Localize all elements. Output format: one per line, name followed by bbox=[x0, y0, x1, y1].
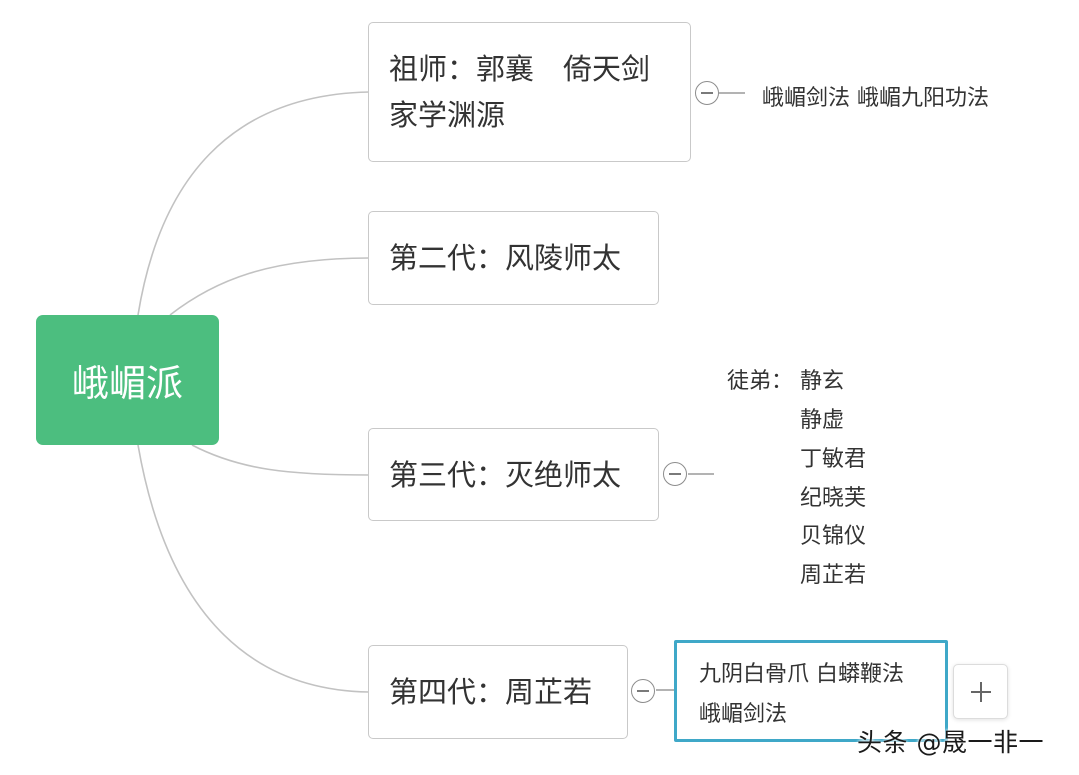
add-node-button[interactable] bbox=[953, 664, 1008, 719]
third-line-1: 第三代：灭绝师太 bbox=[389, 458, 622, 492]
branch-node-third[interactable]: 第三代：灭绝师太 bbox=[368, 428, 659, 521]
minus-circle-icon[interactable] bbox=[663, 462, 687, 486]
founder-line-2: 家学渊源 bbox=[389, 98, 506, 132]
founder-line-1: 祖师：郭襄 倚天剑 bbox=[389, 52, 651, 86]
connector-root-fourth bbox=[137, 444, 370, 693]
connector-root-founder bbox=[137, 91, 370, 316]
branch-node-second[interactable]: 第二代：风陵师太 bbox=[368, 211, 659, 305]
watermark: 头条 @晟一非一 bbox=[857, 728, 1044, 757]
fourth-skills-node-selected[interactable]: 九阴白骨爪 白蟒鞭法 峨嵋剑法 bbox=[674, 640, 948, 742]
connector-root-third bbox=[191, 444, 370, 476]
disciple-name[interactable]: 周芷若 bbox=[800, 563, 867, 588]
root-node[interactable]: 峨嵋派 bbox=[36, 315, 219, 445]
disciple-name[interactable]: 静玄 bbox=[800, 369, 845, 394]
plus-icon bbox=[971, 682, 991, 702]
fourth-skills-line-2: 峨嵋剑法 bbox=[699, 702, 788, 727]
root-label: 峨嵋派 bbox=[72, 362, 183, 405]
minus-circle-icon[interactable] bbox=[631, 679, 655, 703]
disciple-name[interactable]: 贝锦仪 bbox=[800, 524, 867, 549]
branch-node-fourth[interactable]: 第四代：周芷若 bbox=[368, 645, 628, 739]
disciple-name[interactable]: 静虚 bbox=[800, 408, 845, 433]
disciples-label: 徒弟： bbox=[727, 369, 794, 394]
branch-node-founder[interactable]: 祖师：郭襄 倚天剑 家学渊源 bbox=[368, 22, 691, 162]
disciple-name[interactable]: 丁敏君 bbox=[800, 447, 867, 472]
fourth-skills-line-1: 九阴白骨爪 白蟒鞭法 bbox=[699, 662, 904, 687]
founder-skills-leaf[interactable]: 峨嵋剑法 峨嵋九阳功法 bbox=[762, 86, 989, 111]
second-line-1: 第二代：风陵师太 bbox=[389, 241, 622, 275]
minus-circle-icon[interactable] bbox=[695, 81, 719, 105]
disciple-name[interactable]: 纪晓芙 bbox=[800, 486, 867, 511]
connector-root-second bbox=[169, 257, 370, 316]
fourth-line-1: 第四代：周芷若 bbox=[389, 675, 593, 709]
